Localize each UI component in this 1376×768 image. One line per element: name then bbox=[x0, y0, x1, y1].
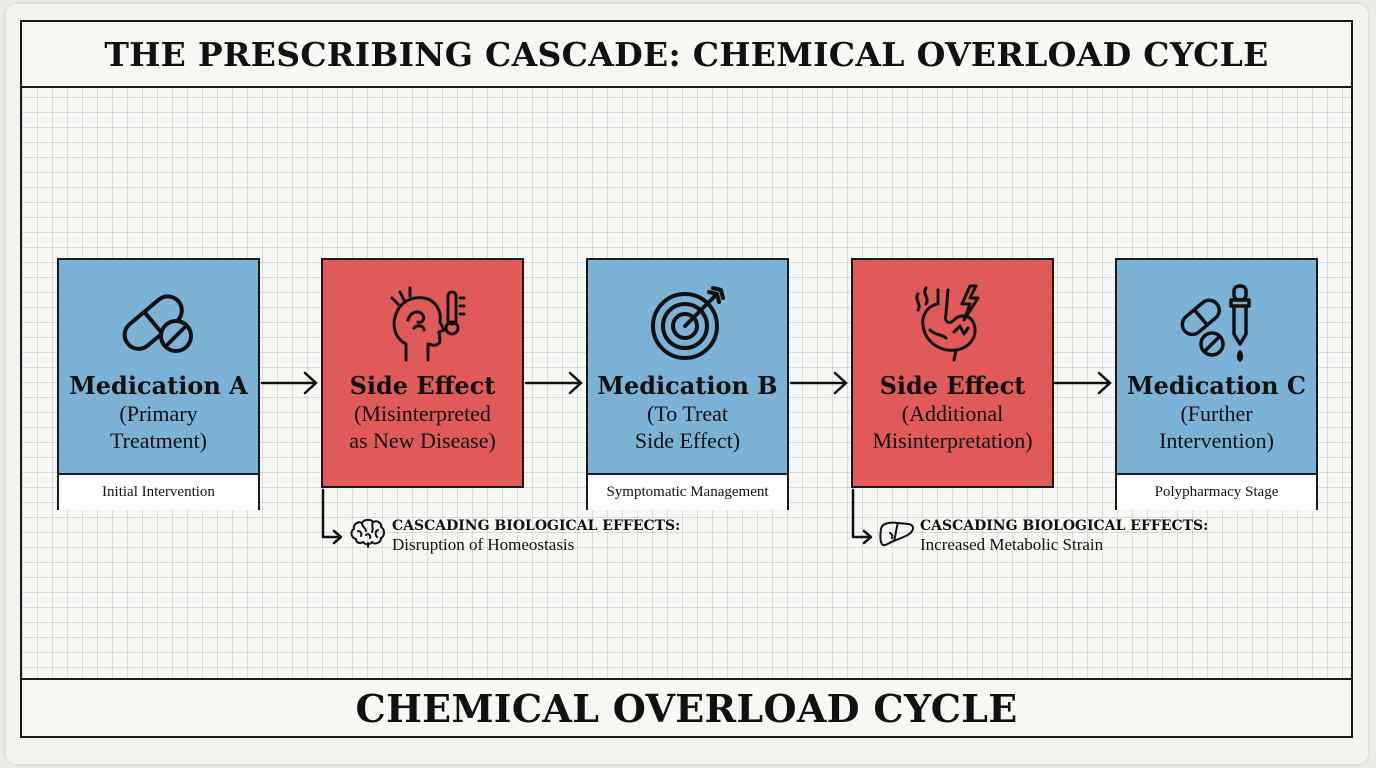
step-heading: Medication C bbox=[1126, 371, 1306, 400]
capsule-pill-icon bbox=[114, 280, 204, 364]
effect-title: CASCADING BIOLOGICAL EFFECTS: bbox=[920, 518, 1209, 534]
cascading-effect-2: CASCADING BIOLOGICAL EFFECTS: Increased … bbox=[876, 517, 1208, 554]
step-heading: Medication B bbox=[597, 371, 778, 400]
step-subtitle: (Further Intervention) bbox=[1159, 401, 1274, 453]
step-panel: Side Effect (Additional Misinterpretatio… bbox=[853, 260, 1052, 486]
stomach-lightning-icon bbox=[908, 280, 998, 364]
step-medication-b: Medication B (To Treat Side Effect) Symp… bbox=[586, 258, 789, 510]
step-panel: Medication B (To Treat Side Effect) bbox=[588, 260, 787, 473]
step-heading: Side Effect bbox=[349, 371, 496, 400]
effect-title: CASCADING BIOLOGICAL EFFECTS: bbox=[392, 518, 681, 534]
step-heading: Medication A bbox=[69, 371, 248, 400]
step-panel: Medication C (Further Intervention) bbox=[1117, 260, 1316, 473]
step-side-effect-1: Side Effect (Misinterpreted as New Disea… bbox=[321, 258, 524, 488]
step-heading: Side Effect bbox=[879, 371, 1026, 400]
step-side-effect-2: Side Effect (Additional Misinterpretatio… bbox=[851, 258, 1054, 488]
pill-dropper-icon bbox=[1172, 280, 1262, 364]
step-panel: Medication A (Primary Treatment) bbox=[59, 260, 258, 473]
step-medication-c: Medication C (Further Intervention) Poly… bbox=[1115, 258, 1318, 510]
head-pain-thermometer-icon bbox=[378, 280, 468, 364]
step-subtitle: (To Treat Side Effect) bbox=[634, 401, 741, 453]
step-subtitle: (Primary Treatment) bbox=[110, 401, 207, 453]
effect-text: CASCADING BIOLOGICAL EFFECTS: Increased … bbox=[920, 517, 1208, 554]
effect-description: Disruption of Homeostasis bbox=[392, 535, 575, 554]
effect-description: Increased Metabolic Strain bbox=[920, 535, 1104, 554]
cascading-effect-1: CASCADING BIOLOGICAL EFFECTS: Disruption… bbox=[348, 517, 680, 554]
effect-text: CASCADING BIOLOGICAL EFFECTS: Disruption… bbox=[392, 517, 680, 554]
step-caption: Initial Intervention bbox=[59, 473, 258, 510]
step-subtitle: (Misinterpreted as New Disease) bbox=[349, 401, 496, 453]
liver-icon bbox=[876, 517, 916, 549]
step-subtitle: (Additional Misinterpretation) bbox=[872, 401, 1033, 453]
step-panel: Side Effect (Misinterpreted as New Disea… bbox=[323, 260, 522, 486]
brain-icon bbox=[348, 517, 388, 549]
target-arrow-icon bbox=[643, 280, 733, 364]
step-caption: Symptomatic Management bbox=[588, 473, 787, 510]
diagram-title: THE PRESCRIBING CASCADE: CHEMICAL OVERLO… bbox=[22, 22, 1351, 88]
step-medication-a: Medication A (Primary Treatment) Initial… bbox=[57, 258, 260, 510]
diagram-footer: CHEMICAL OVERLOAD CYCLE bbox=[22, 678, 1351, 736]
step-caption: Polypharmacy Stage bbox=[1117, 473, 1316, 510]
